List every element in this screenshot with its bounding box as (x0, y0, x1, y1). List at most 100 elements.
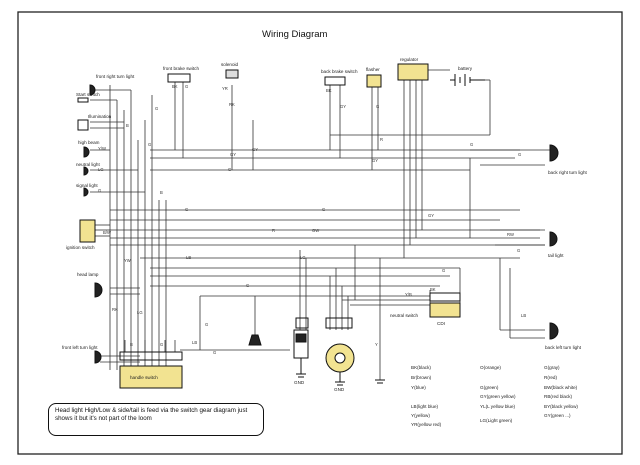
front-right-turn-light-label: front right turn light (96, 74, 135, 79)
wire-label: BK (430, 287, 436, 292)
back-right-turn-light-label: back right turn light (548, 170, 587, 175)
wire-label: G (98, 188, 102, 193)
horn-shape (248, 334, 262, 346)
wire-label: LB (192, 340, 198, 345)
head-lamp-shape (94, 282, 103, 298)
neutral-light-label: neutral light (76, 162, 100, 167)
wire-label: GY (252, 147, 259, 152)
wire-label: R (272, 228, 276, 233)
wire-label: GY (230, 152, 237, 157)
wire-label: G (160, 342, 164, 347)
high-beam-label: high beam (78, 140, 100, 145)
neutral-light-lamp (83, 166, 89, 176)
wire-label: R (380, 137, 384, 142)
back-right-turn-light-lamp (549, 144, 559, 162)
legend-entry: YL(L yellow blue) (480, 404, 516, 409)
gnd-label-1: GND (294, 380, 305, 385)
back-brake-switch-box (324, 76, 346, 86)
flasher-label: flasher (366, 67, 380, 72)
wire-label: G (155, 106, 159, 111)
wire-label: G (205, 322, 209, 327)
solenoid-box (225, 69, 239, 79)
coil-connector (295, 317, 309, 329)
wire-label: BK (326, 88, 332, 93)
cdi-box (429, 302, 461, 318)
illumination-symbol (77, 119, 89, 131)
flasher-box (366, 74, 382, 88)
wire-label: YR (222, 86, 228, 91)
legend-entry: BY(black yellow) (544, 404, 578, 409)
wire-label: B/W (103, 230, 111, 235)
wire-label: LB (521, 313, 527, 318)
wire-label: G (322, 207, 326, 212)
tail-light-lamp (549, 231, 558, 247)
legend-entry: O(orange) (480, 365, 501, 370)
wire-label: B (126, 123, 129, 128)
wires (90, 69, 550, 380)
legend-entry: GY(green ...) (544, 413, 571, 418)
wire-label: LB (186, 255, 192, 260)
handle-switch-box (119, 365, 183, 389)
ignition-switch-label: ignition switch (66, 245, 95, 250)
front-brake-switch-box (167, 73, 191, 83)
wire-label: BK (172, 84, 178, 89)
legend-entry: RB(red black) (544, 394, 573, 399)
legend-entry: BK(black) (411, 365, 431, 370)
wire-label: G (246, 283, 250, 288)
legend-entry: YR(yellow red) (411, 422, 442, 427)
tail-light-label: tail light (548, 253, 564, 258)
wire-label: YW (124, 258, 131, 263)
wire-label: G (376, 104, 380, 109)
battery-label: battery (458, 66, 473, 71)
legend-entry: R(red) (544, 375, 558, 380)
ignition-switch-box (79, 219, 96, 243)
gnd-label-2: GND (334, 387, 345, 392)
legend-entry: Br(brown) (411, 375, 432, 380)
wire-label: G (518, 152, 522, 157)
diagram-title: Wiring Diagram (262, 29, 328, 40)
regulator-box (397, 63, 429, 81)
signal-light-lamp (83, 187, 89, 197)
wire-label: LG (98, 167, 104, 172)
wire-label: G (470, 142, 474, 147)
front-left-turn-light-label: front left turn light (62, 345, 98, 350)
wire-label: RK (229, 102, 235, 107)
wire-label: Y (375, 342, 378, 347)
wire-label: GW (312, 228, 320, 233)
front-brake-switch-label: front brake switch (163, 66, 199, 71)
wire-label: GY (372, 158, 379, 163)
start-switch-label: Start switch (76, 92, 100, 97)
legend-entry: G(gray) (544, 365, 560, 370)
stator-connector (325, 317, 353, 329)
wire-label: G (517, 248, 521, 253)
wire-label: Y/W (98, 146, 106, 151)
wire-label: LG (300, 255, 306, 260)
wire-label: G (185, 84, 189, 89)
illumination-label: Illumination (88, 114, 112, 119)
cdi-label: CDI (437, 321, 445, 326)
high-beam-lamp (83, 146, 90, 158)
wire-label: B (130, 342, 133, 347)
back-left-turn-light-lamp (549, 322, 559, 340)
legend-entry: G(green) (480, 385, 499, 390)
wire-label: GY (340, 104, 347, 109)
wire-label: G (228, 167, 232, 172)
handle-switch-connector (119, 351, 183, 361)
regulator-label: regulator (400, 57, 419, 62)
wire-label: LG (137, 310, 143, 315)
wire-label: G (148, 142, 152, 147)
diagram-frame (17, 11, 623, 455)
wire-label: RW (507, 232, 514, 237)
legend-entry: GY(green yellow) (480, 394, 516, 399)
cdi-connector (429, 292, 461, 302)
legend-entry: Y(blue) (411, 385, 426, 390)
back-brake-switch-label: back brake switch (321, 69, 358, 74)
start-switch-symbol (77, 97, 89, 103)
solenoid-label: solenoid (221, 62, 239, 67)
front-right-turn-light-lamp (89, 84, 96, 96)
back-left-turn-light-label: back left turn light (545, 345, 582, 350)
wire-label: GY (428, 213, 435, 218)
components (77, 63, 559, 389)
legend-entry: Y(yellow) (411, 413, 430, 418)
